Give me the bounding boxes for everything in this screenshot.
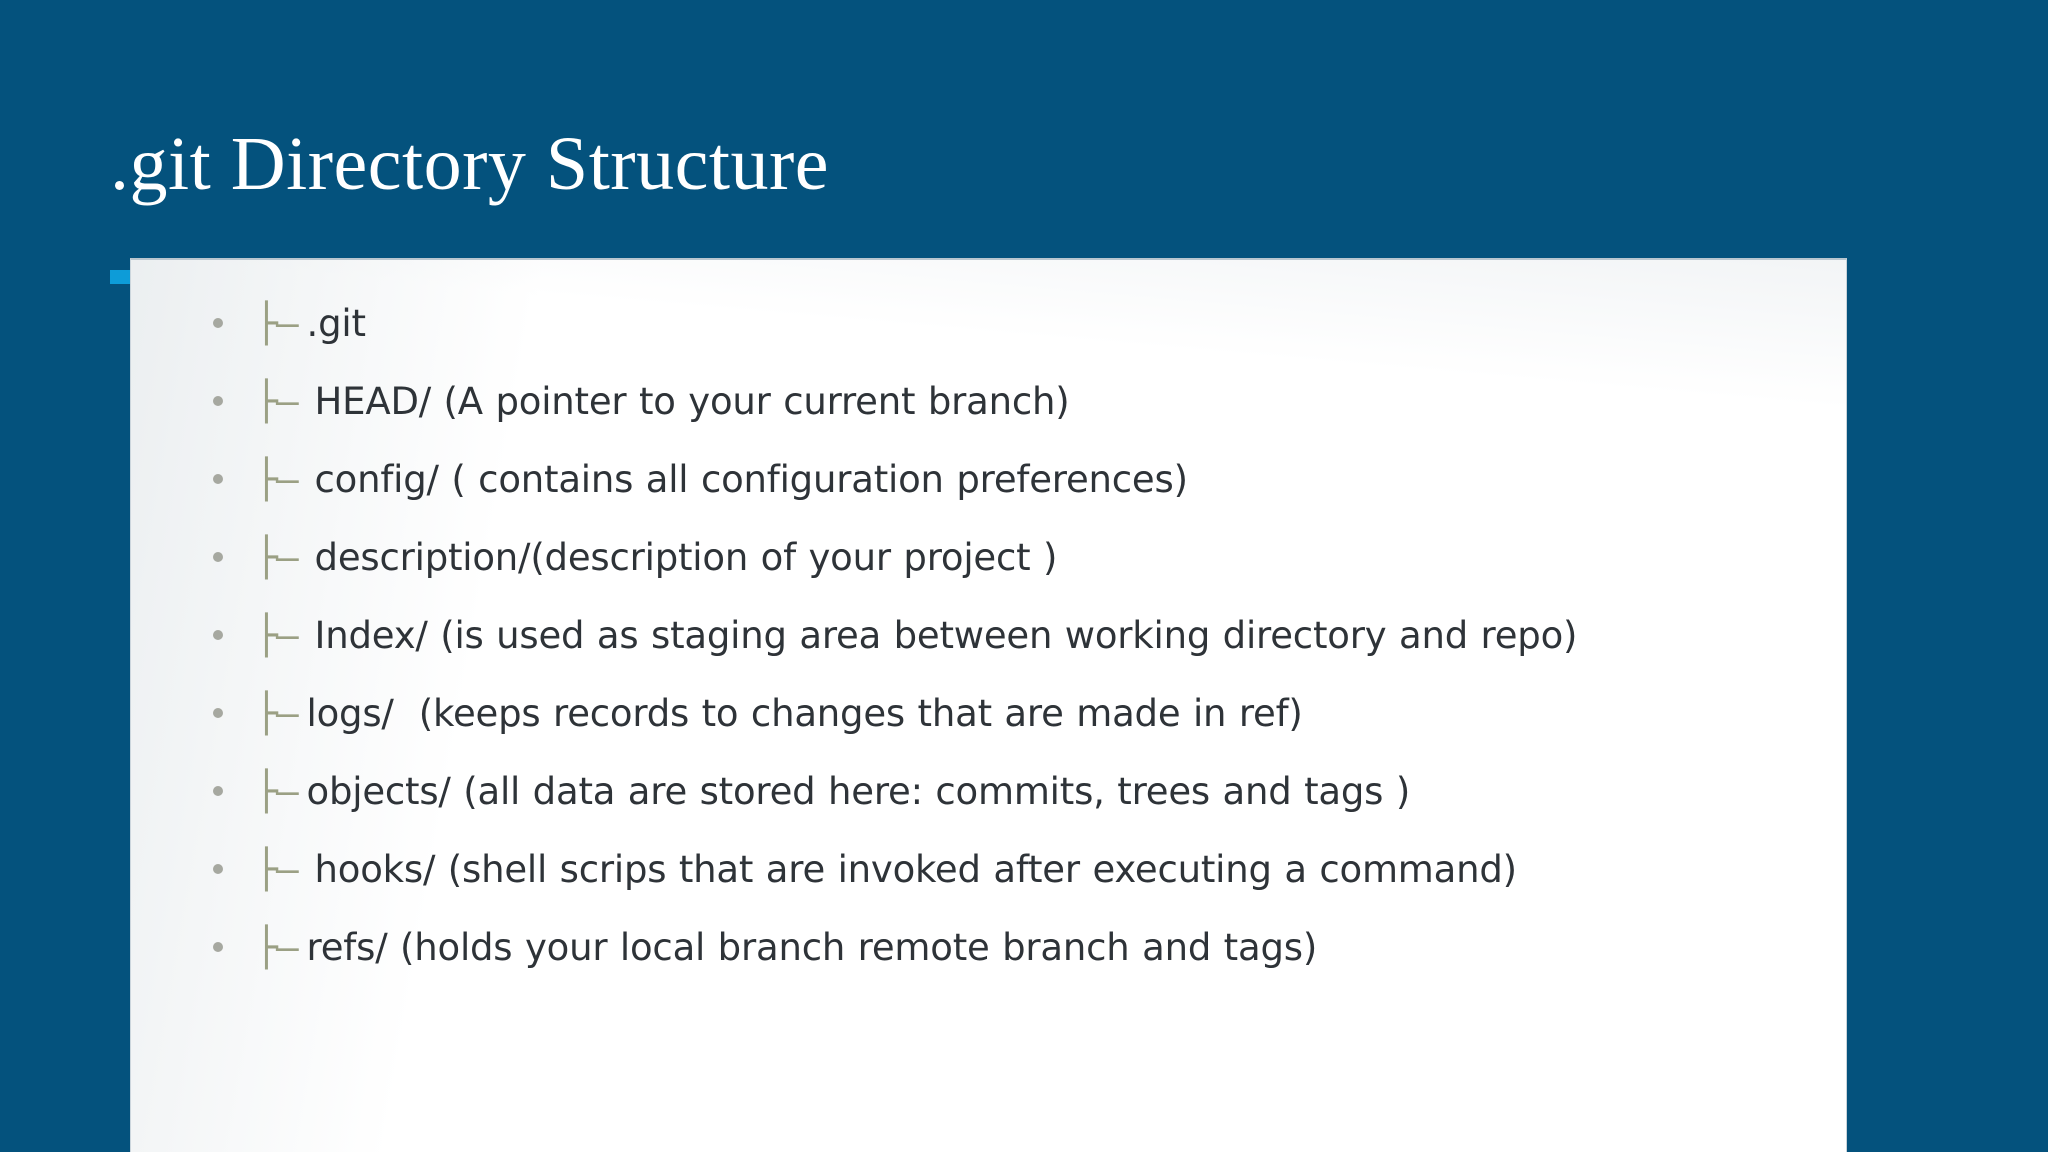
list-item-label: HEAD/ (A pointer to your current branch)	[314, 380, 1070, 423]
bullet-dot-icon	[213, 708, 223, 718]
bullet-dot-icon	[213, 864, 223, 874]
content-card: ├— .git├— HEAD/ (A pointer to your curre…	[130, 258, 1847, 1152]
tree-gap	[297, 302, 307, 345]
tree-gap	[297, 926, 307, 969]
git-directory-tree-list: ├— .git├— HEAD/ (A pointer to your curre…	[131, 260, 1846, 981]
bullet-dot-icon	[213, 474, 223, 484]
list-item-body: ├— Index/ (is used as staging area betwe…	[255, 602, 1806, 669]
list-item-label: Index/ (is used as staging area between …	[314, 614, 1578, 657]
accent-bar	[110, 270, 136, 284]
list-item: ├— refs/ (holds your local branch remote…	[131, 914, 1846, 981]
list-item: ├— Index/ (is used as staging area betwe…	[131, 602, 1846, 669]
bullet-dot-icon	[213, 552, 223, 562]
list-item-body: ├— config/ ( contains all configuration …	[255, 446, 1806, 513]
bullet-dot-icon	[213, 942, 223, 952]
list-item: ├— config/ ( contains all configuration …	[131, 446, 1846, 513]
tree-branch-icon: ├—	[255, 613, 299, 657]
title-block: .git Directory Structure	[110, 118, 1610, 228]
tree-gap	[297, 692, 307, 735]
list-item-label: config/ ( contains all configuration pre…	[314, 458, 1188, 501]
tree-gap	[297, 614, 315, 657]
tree-branch-icon: ├—	[255, 847, 299, 891]
list-item-label: objects/ (all data are stored here: comm…	[306, 770, 1411, 813]
list-item-body: ├— HEAD/ (A pointer to your current bran…	[255, 368, 1806, 435]
tree-branch-icon: ├—	[255, 301, 299, 345]
list-item-body: ├— description/(description of your proj…	[255, 524, 1806, 591]
bullet-dot-icon	[213, 630, 223, 640]
tree-gap	[297, 458, 315, 501]
bullet-dot-icon	[213, 396, 223, 406]
tree-branch-icon: ├—	[255, 925, 299, 969]
list-item-body: ├— objects/ (all data are stored here: c…	[255, 758, 1806, 825]
list-item: ├— description/(description of your proj…	[131, 524, 1846, 591]
tree-branch-icon: ├—	[255, 457, 299, 501]
list-item: ├— HEAD/ (A pointer to your current bran…	[131, 368, 1846, 435]
list-item-label: .git	[306, 302, 366, 345]
list-item-body: ├— refs/ (holds your local branch remote…	[255, 914, 1806, 981]
list-item-label: logs/ (keeps records to changes that are…	[306, 692, 1303, 735]
tree-branch-icon: ├—	[255, 691, 299, 735]
tree-gap	[297, 380, 315, 423]
list-item: ├— objects/ (all data are stored here: c…	[131, 758, 1846, 825]
tree-branch-icon: ├—	[255, 769, 299, 813]
list-item: ├— logs/ (keeps records to changes that …	[131, 680, 1846, 747]
tree-gap	[297, 770, 307, 813]
list-item-label: description/(description of your project…	[314, 536, 1058, 579]
list-item-body: ├— logs/ (keeps records to changes that …	[255, 680, 1806, 747]
tree-gap	[297, 536, 315, 579]
list-item-label: hooks/ (shell scrips that are invoked af…	[314, 848, 1518, 891]
page-title: .git Directory Structure	[110, 122, 830, 206]
list-item-body: ├— .git	[255, 290, 1806, 357]
list-item: ├— hooks/ (shell scrips that are invoked…	[131, 836, 1846, 903]
bullet-dot-icon	[213, 318, 223, 328]
tree-gap	[297, 848, 315, 891]
list-item-label: refs/ (holds your local branch remote br…	[306, 926, 1318, 969]
list-item-body: ├— hooks/ (shell scrips that are invoked…	[255, 836, 1806, 903]
tree-branch-icon: ├—	[255, 379, 299, 423]
list-item: ├— .git	[131, 290, 1846, 357]
bullet-dot-icon	[213, 786, 223, 796]
tree-branch-icon: ├—	[255, 535, 299, 579]
